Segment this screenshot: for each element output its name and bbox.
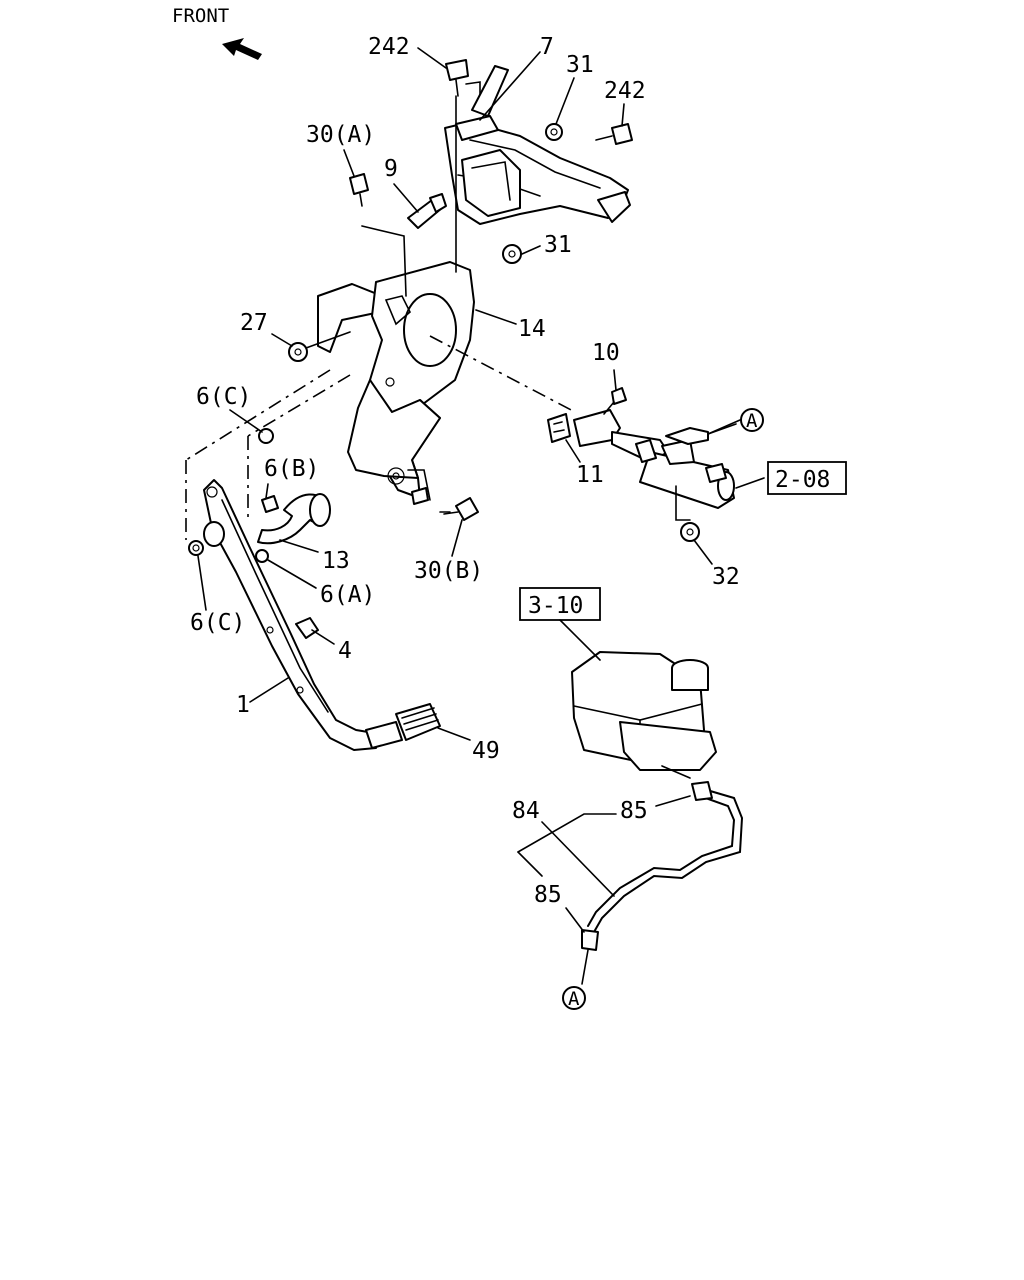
ref-box-310-label: 3-10	[528, 593, 583, 619]
bolt-10	[603, 387, 627, 415]
callout-32: 32	[712, 564, 740, 590]
upper-bracket	[444, 81, 631, 225]
callout-9: 9	[384, 156, 398, 182]
clip-4	[295, 617, 319, 639]
callout-7: 7	[540, 34, 554, 60]
reservoir-tank	[571, 651, 717, 771]
callout-242-top: 242	[368, 34, 410, 60]
front-label: FRONT	[172, 5, 229, 27]
return-spring-13	[257, 493, 331, 545]
callout-14: 14	[518, 316, 546, 342]
callout-49: 49	[472, 738, 500, 764]
ref-a-top-label: A	[746, 410, 758, 432]
pivot-bolt-9	[407, 193, 447, 229]
bolt-30b	[411, 487, 479, 521]
nut-32	[675, 485, 700, 542]
hose-clamp-85-top	[691, 781, 713, 801]
ref-a-bottom-label: A	[568, 988, 580, 1010]
callout-4: 4	[338, 638, 352, 664]
callout-6a: 6(A)	[320, 582, 375, 608]
ref-a-bottom-circle	[562, 986, 586, 1010]
bolt-30a	[349, 173, 407, 297]
bolt-242-right	[595, 123, 633, 145]
ref-box-310	[519, 587, 601, 621]
collar	[203, 521, 225, 547]
bushing-6a	[255, 549, 269, 563]
ref-box-208	[767, 461, 847, 495]
hose-clamp-85-bottom	[581, 929, 599, 985]
callout-1: 1	[236, 692, 250, 718]
ref-box-208-label: 2-08	[775, 467, 830, 493]
front-arrow-icon	[222, 38, 262, 60]
nut-31-top	[545, 123, 563, 141]
callout-6b: 6(B)	[264, 456, 319, 482]
callout-31-mid: 31	[544, 232, 572, 258]
callout-6c-bottom: 6(C)	[190, 610, 245, 636]
callout-6c-top: 6(C)	[196, 384, 251, 410]
ref-a-top-circle	[740, 408, 764, 432]
bolt-242-top	[445, 59, 469, 97]
callout-30a: 30(A)	[306, 122, 375, 148]
nut-31-mid	[502, 244, 522, 264]
callout-84: 84	[512, 798, 540, 824]
nut-27	[288, 331, 351, 362]
bushing-6c-bottom	[188, 540, 204, 556]
callout-85-bottom: 85	[534, 882, 562, 908]
bracket-stay-7	[455, 65, 509, 141]
reservoir-hose-84	[587, 787, 744, 933]
callout-85-top: 85	[620, 798, 648, 824]
callout-10: 10	[592, 340, 620, 366]
callout-242-right: 242	[604, 78, 646, 104]
callout-27: 27	[240, 310, 268, 336]
clevis-11	[547, 413, 571, 443]
callout-11: 11	[576, 462, 604, 488]
clutch-master-cylinder	[573, 409, 737, 509]
callout-13: 13	[322, 548, 350, 574]
callout-31-top: 31	[566, 52, 594, 78]
bushing-6b	[261, 495, 279, 513]
pedal-pad-49	[365, 703, 441, 749]
callout-30b: 30(B)	[414, 558, 483, 584]
